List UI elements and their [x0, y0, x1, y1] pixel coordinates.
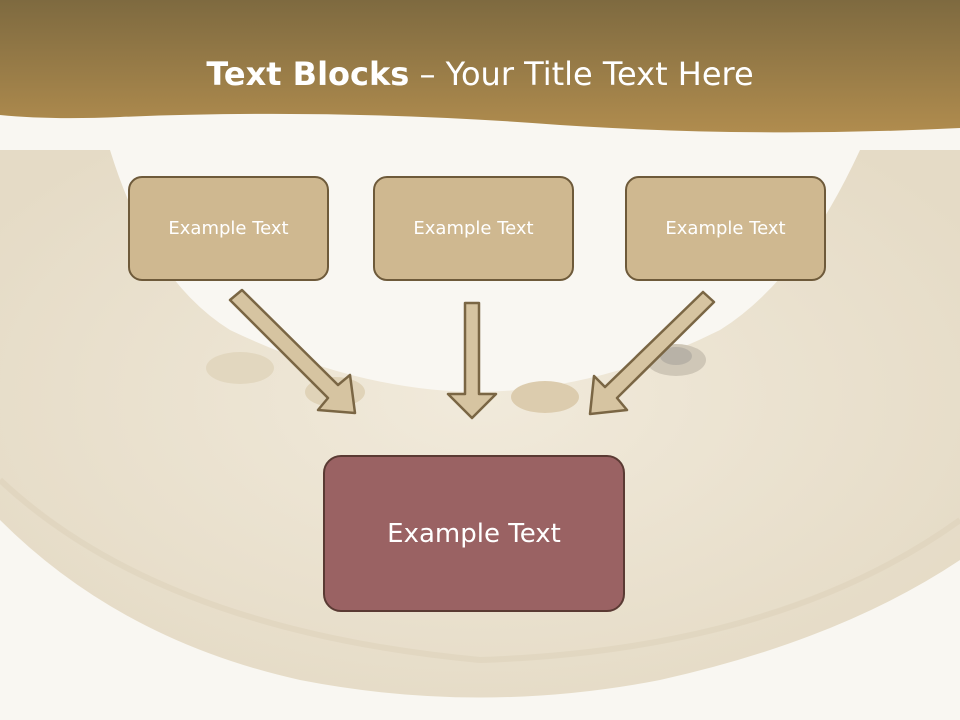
text-block-3[interactable]: Example Text [625, 176, 826, 281]
arrow-right [588, 290, 716, 416]
title-bold: Text Blocks [206, 55, 410, 93]
title-rest: – Your Title Text Here [409, 55, 754, 93]
text-block-2[interactable]: Example Text [373, 176, 574, 281]
arrow-left [228, 288, 357, 415]
header-band [0, 0, 960, 133]
nail-hole [206, 352, 274, 384]
page-title: Text Blocks – Your Title Text Here [0, 50, 960, 98]
horseshoe-shape [0, 150, 960, 698]
text-block-1[interactable]: Example Text [128, 176, 329, 281]
arrow-center [446, 301, 498, 420]
text-block-main[interactable]: Example Text [323, 455, 625, 612]
nail-hole [511, 381, 579, 413]
